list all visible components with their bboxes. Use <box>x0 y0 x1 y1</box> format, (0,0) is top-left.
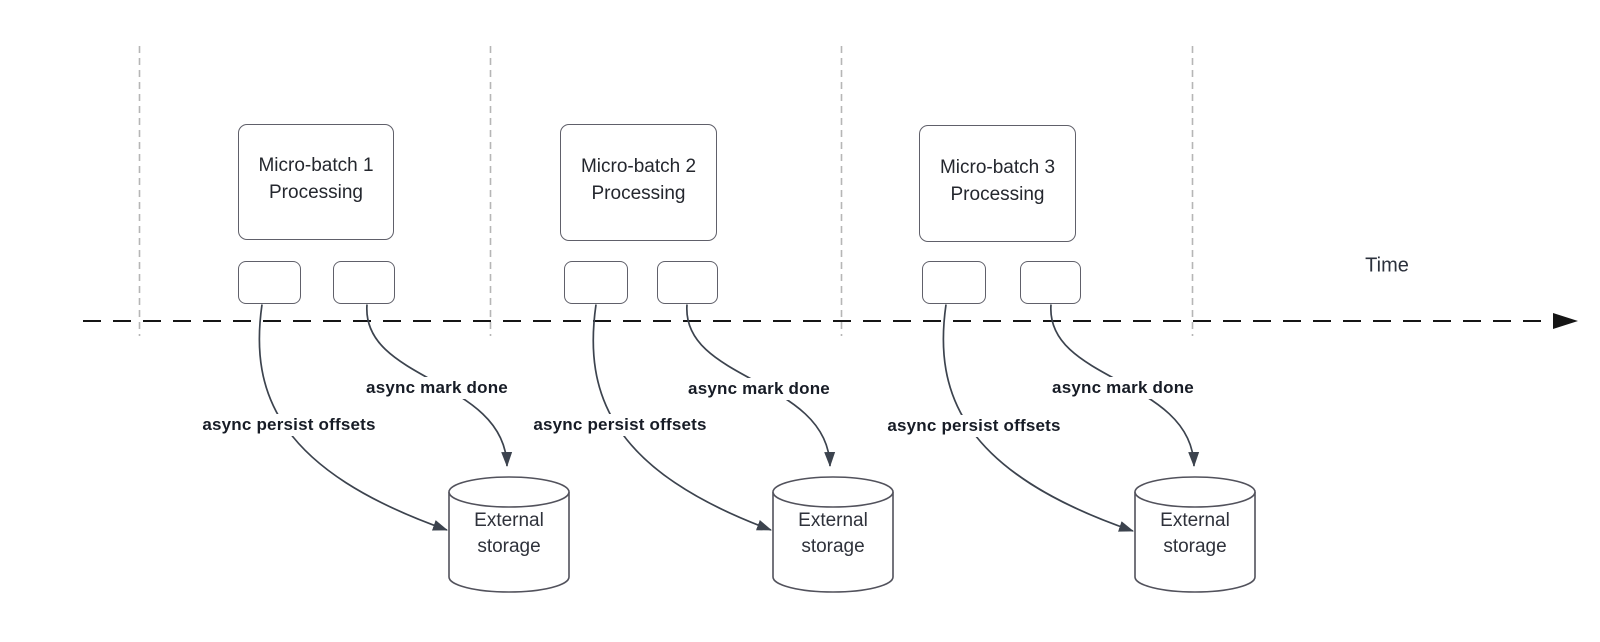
micro-batch-1-label: Micro-batch 1 Processing <box>258 155 374 203</box>
persist-offsets-task-box <box>238 261 301 304</box>
external-storage-label: External storage <box>474 510 544 557</box>
external-storage-cylinder <box>448 476 570 593</box>
micro-batch-3-box: Micro-batch 3 Processing <box>919 125 1076 242</box>
micro-batch-3-label: Micro-batch 3 Processing <box>939 156 1056 205</box>
persist-offsets-label: async persist offsets <box>199 414 379 436</box>
persist-offsets-label: async persist offsets <box>530 414 710 436</box>
mark-done-task-box <box>333 261 395 304</box>
mark-done-task-box <box>657 261 718 304</box>
external-storage-label: External storage <box>798 510 868 557</box>
persist-offsets-label: async persist offsets <box>884 415 1064 437</box>
persist-offsets-task-box <box>564 261 628 304</box>
micro-batch-1-box: Micro-batch 1 Processing <box>238 124 394 240</box>
external-storage-label: External storage <box>1160 510 1230 557</box>
micro-batch-2-box: Micro-batch 2 Processing <box>560 124 717 241</box>
persist-offsets-task-box <box>922 261 986 304</box>
time-axis-label: Time <box>1365 254 1409 277</box>
time-axis-arrowhead <box>1553 313 1578 329</box>
external-storage-cylinder <box>772 476 894 593</box>
mark-done-task-box <box>1020 261 1081 304</box>
mark-done-label: async mark done <box>685 378 833 400</box>
micro-batch-2-label: Micro-batch 2 Processing <box>580 155 697 204</box>
external-storage-cylinder <box>1134 476 1256 593</box>
mark-done-label: async mark done <box>1049 377 1197 399</box>
mark-done-label: async mark done <box>363 377 511 399</box>
